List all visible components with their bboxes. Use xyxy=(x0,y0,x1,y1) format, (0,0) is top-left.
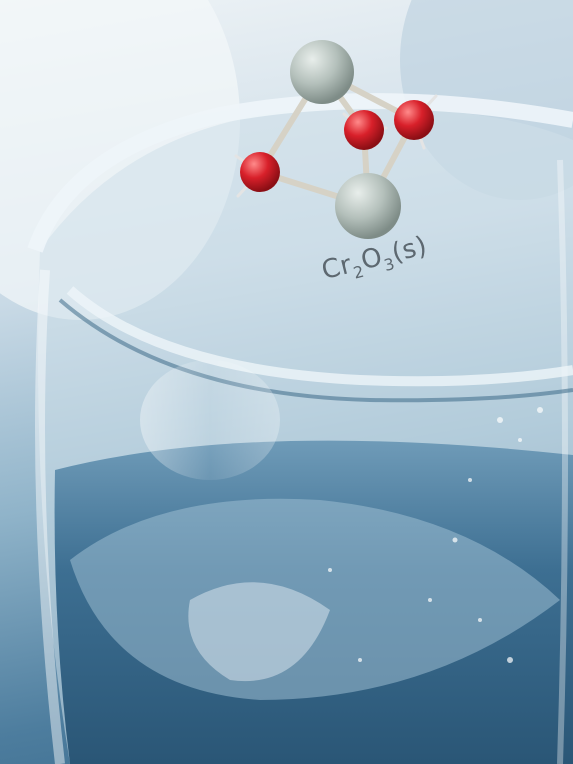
oxygen-atom xyxy=(394,100,434,140)
chromium-atom xyxy=(335,173,401,239)
beaker-rim-inner xyxy=(66,286,573,387)
oxygen-atom xyxy=(240,152,280,192)
chromium-atom xyxy=(290,40,354,104)
glass-wall-left xyxy=(35,269,65,764)
beaker-rim xyxy=(27,93,573,253)
droplet xyxy=(140,360,280,480)
beaker-rim-shadow xyxy=(58,298,573,403)
glass-wall-right xyxy=(557,159,568,764)
liquid-swirl xyxy=(188,582,330,682)
water-droplets xyxy=(328,407,543,663)
liquid-surface xyxy=(70,498,560,700)
oxygen-atom xyxy=(344,110,384,150)
